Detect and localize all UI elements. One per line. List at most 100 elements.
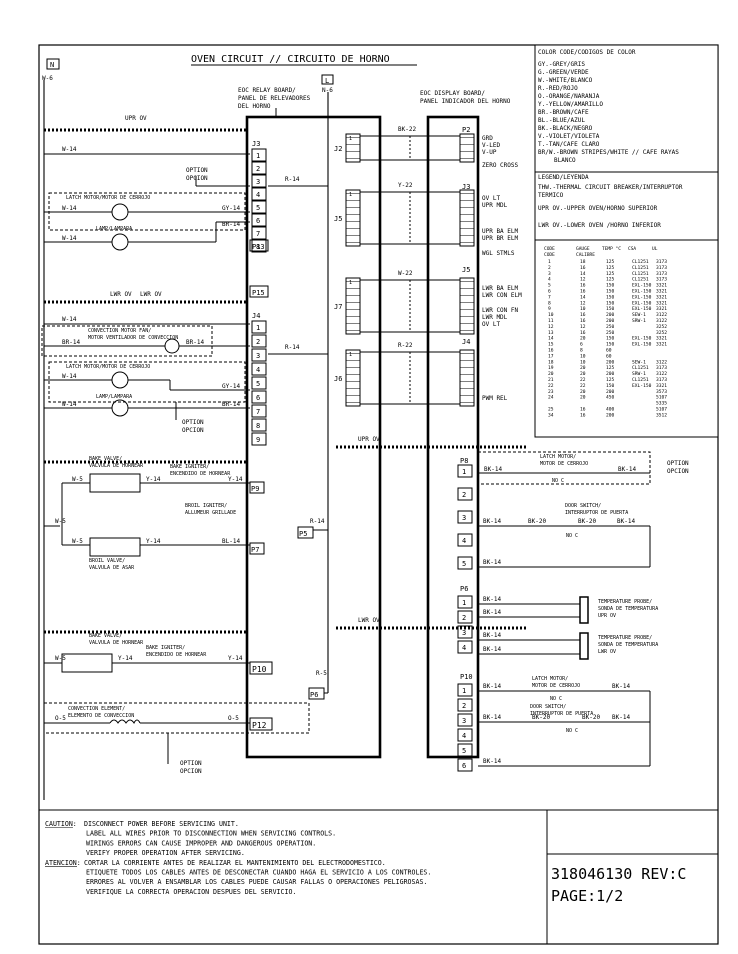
option-1b: OPCION [186,175,208,182]
svg-text:PWM REL: PWM REL [482,395,508,402]
gauge-table-cell: 3321 [656,383,667,389]
svg-text:BR-14: BR-14 [62,339,80,346]
svg-text:UPR BR ELM: UPR BR ELM [482,235,519,242]
gauge-table-cell: EXL-150 [632,300,652,306]
svg-text:CONVECTION ELEMENT/: CONVECTION ELEMENT/ [68,706,125,712]
gauge-table-cell: 3 [548,271,551,277]
gauge-table-cell: 150 [606,306,615,312]
gauge-table-cell: 6 [548,289,551,295]
gauge-table-cell: 16 [548,348,554,354]
gauge-table-cell: 3173 [656,259,667,265]
connector-pin [457,743,473,757]
connector-pin [251,334,267,348]
svg-text:TERMICO: TERMICO [538,192,564,199]
svg-text:GRD: GRD [482,135,493,142]
connector-pin-number: 1 [462,687,466,695]
gauge-table-cell: 7 [548,294,551,300]
relay-bus-label: J7 [334,303,342,311]
svg-text:INTERRUPTOR DE PUERTA: INTERRUPTOR DE PUERTA [530,711,593,717]
gauge-table-cell: 150 [606,383,615,389]
relay-board-label-2: PANEL DE RELEVADORES [238,95,311,102]
gauge-table-cell: 3321 [656,289,667,295]
svg-text:J4: J4 [462,338,470,346]
connector-pin [457,640,473,654]
svg-text:BK-20: BK-20 [578,518,596,525]
gauge-table-cell: 11 [548,318,554,324]
terminal-l: L [325,77,329,85]
gauge-table-cell: 3321 [656,294,667,300]
svg-text:ENCENDIDO DE HORNEAR: ENCENDIDO DE HORNEAR [146,652,207,658]
svg-text:BK-14: BK-14 [618,466,636,473]
gauge-table-cell: 20 [548,371,554,377]
color-code-item: GY.-GREY/GRIS [538,61,585,68]
connector-pin-number: 8 [256,243,260,251]
svg-text:BK-14: BK-14 [484,466,502,473]
relay-board-outline [245,115,382,759]
option-4: OPTION [667,460,689,467]
upr-section-label-2: UPR OV [358,436,380,443]
gauge-table-cell: 3122 [656,318,667,324]
connector-pin [251,320,267,334]
svg-text:NO C: NO C [566,533,578,539]
svg-text:BK-14: BK-14 [483,596,501,603]
latch-motor-icon [111,203,129,221]
bus-wire-label: BK-22 [398,126,416,133]
gauge-table-cell: 3122 [656,312,667,318]
relay-bus-label: J6 [334,375,342,383]
svg-text:W-14: W-14 [62,235,77,242]
svg-text:VALVULA DE ASAR: VALVULA DE ASAR [89,565,135,571]
connector-pin-number: 8 [256,422,260,430]
svg-text:BK-14: BK-14 [612,714,630,721]
svg-text:INTERRUPTOR DE PUERTA: INTERRUPTOR DE PUERTA [565,510,628,516]
svg-text:BK-14: BK-14 [612,683,630,690]
gauge-table-cell: 450 [606,395,615,401]
gauge-table-cell: 3173 [656,277,667,283]
svg-text:UPR OV: UPR OV [598,613,616,619]
relay-j4-label: J4 [252,312,260,320]
connector-pin-number: 2 [462,491,466,499]
gauge-table-cell: 20 [580,389,586,395]
terminal-n-box [46,58,60,70]
conv-fan-motor-icon [164,338,180,354]
relay-bus-connector [345,133,361,163]
svg-text:MOTOR DE CERROJO: MOTOR DE CERROJO [540,461,588,467]
connector-pin-number: 5 [462,747,466,755]
connector-pin [251,362,267,376]
connector-pin [251,348,267,362]
svg-text:W-14: W-14 [62,205,77,212]
svg-text:BROIL IGNITER/: BROIL IGNITER/ [185,503,227,509]
display-bus-connector [459,189,475,247]
gauge-table-cell: 150 [606,342,615,348]
connector-pin [251,432,267,446]
color-code-item: BR/W.-BROWN STRIPES/WHITE // CAFE RAYAS [538,149,679,156]
relay-bus-connector [345,189,361,247]
svg-text:V-UP: V-UP [482,149,497,156]
svg-text:W-5: W-5 [55,518,66,525]
caution-line: VERIFIQUE LA CORRECTA OPERACION DESPUES … [86,888,296,896]
gauge-table-cell: 150 [606,289,615,295]
relay-bus-label: J5 [334,215,342,223]
svg-text:LWR MDL: LWR MDL [482,314,508,321]
connector-pin [251,390,267,404]
connector-pin [457,698,473,712]
lwr-section-label: LWR OV [140,291,162,298]
option-2: OPTION [182,419,204,426]
gauge-table-cell: CL1251 [632,271,649,277]
connector-pin-number: 1 [256,152,260,160]
svg-text:BAKE VALVE/: BAKE VALVE/ [89,633,122,639]
connector-pin-number: 3 [462,717,466,725]
svg-text:BAKE IGNITER/: BAKE IGNITER/ [170,464,209,470]
display-bus-connector [459,349,475,407]
gauge-table-cell: 8 [580,348,583,354]
bus-wire-label: R-22 [398,342,413,349]
relay-board-label-3: DEL HORNO [238,103,271,110]
gauge-table-cell: 16 [580,312,586,318]
relay-p15: P15 [252,289,265,297]
connector-pin-number: 4 [256,191,260,199]
lamp-label: LAMP/LAMPARA [96,226,132,232]
bus-pin-one: 1 [349,192,352,198]
svg-text:LWR CON FN: LWR CON FN [482,307,519,314]
gauge-table-cell: 8 [548,300,551,306]
caution-line: DISCONNECT POWER BEFORE SERVICING UNIT. [84,820,239,828]
